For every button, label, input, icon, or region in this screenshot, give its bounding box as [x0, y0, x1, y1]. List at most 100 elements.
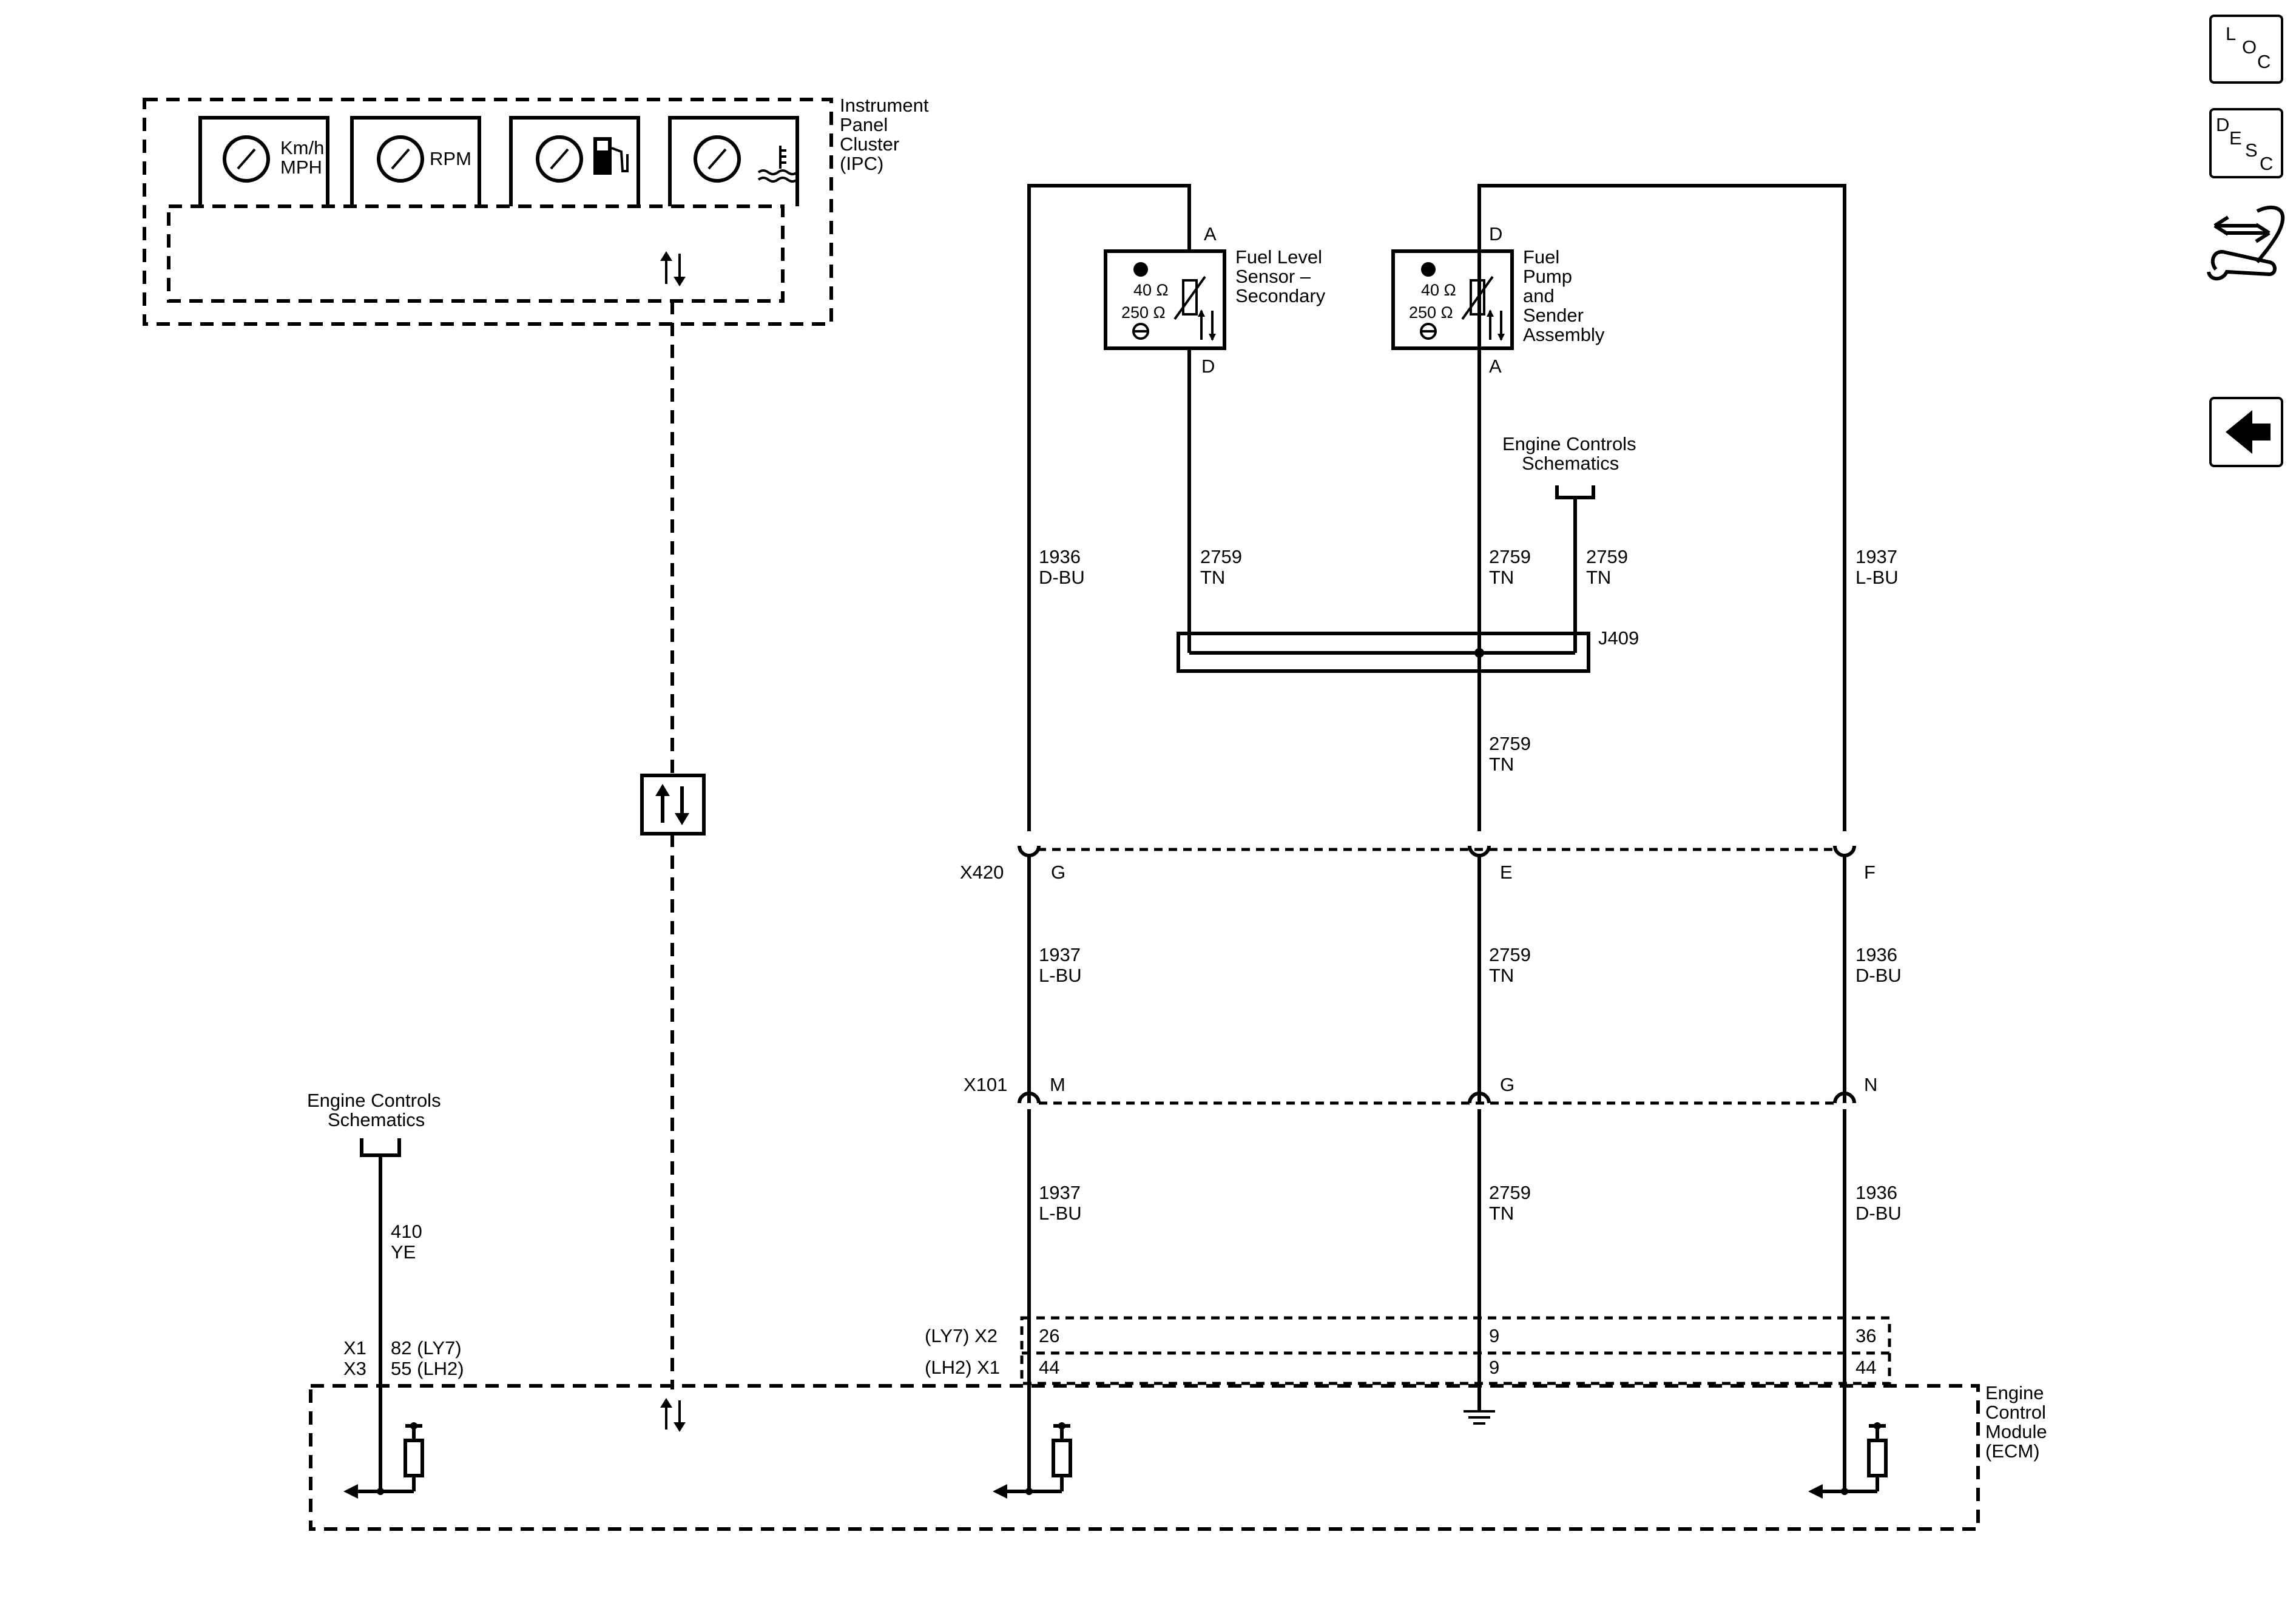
connector-x420-name: X420 [960, 862, 1004, 883]
sensor-secondary-label-3: Secondary [1235, 285, 1326, 306]
engine-controls-ref-left-line2: Schematics [328, 1109, 425, 1130]
ecm-pin-c2-2: 9 [1489, 1357, 1499, 1378]
coolant-temperature-icon [757, 146, 799, 183]
wire-label-410-num: 410 [391, 1221, 422, 1242]
fuel-pump-sender-assembly: 40 Ω 250 Ω [1391, 249, 1514, 350]
ecm-label-3: Module [1985, 1421, 2047, 1442]
ecm-input-circuit-left [343, 1422, 424, 1499]
ground-icon [1464, 1396, 1495, 1425]
connector-x420 [1018, 845, 1856, 1103]
wire-label-2759-mid-num: 2759 [1489, 944, 1531, 965]
sensor-secondary-pin-d: D [1201, 356, 1215, 377]
ipc-label-line3: Cluster [840, 133, 899, 155]
engine-controls-ref-left-line1: Engine Controls [307, 1090, 441, 1111]
sensor-secondary-full-value: 40 Ω [1133, 281, 1169, 299]
wire-label-1936-low-num: 1936 [1855, 1182, 1897, 1203]
ecm-pin-left-1: 82 (LY7) [391, 1337, 462, 1359]
sender-label-5: Assembly [1523, 324, 1605, 345]
connector-x420-pin-e: E [1500, 862, 1513, 883]
wire-label-1937-mid-num: 1937 [1039, 944, 1081, 965]
desc-letter-s: S [2245, 140, 2258, 161]
wire-label-1936-top-color: D-BU [1039, 567, 1085, 588]
sender-label-4: Sender [1523, 305, 1584, 326]
pull-up-resistor-icon [1867, 1439, 1888, 1477]
pull-up-resistor-icon [403, 1439, 424, 1477]
wire-label-2759-splice-num: 2759 [1489, 733, 1531, 754]
wire-label-2759-mid-color: TN [1489, 965, 1514, 986]
wire-label-1937-mid-color: L-BU [1039, 965, 1082, 986]
splice-pack-j409 [1177, 632, 1590, 673]
ecm-label-2: Control [1985, 1402, 2046, 1423]
speedometer-unit-mph: MPH [280, 157, 322, 178]
sender-label-2: Pump [1523, 266, 1572, 287]
sender-pin-d: D [1489, 223, 1502, 245]
engine-controls-ref-top-icon [1555, 485, 1595, 499]
fuel-gauge-icon [509, 116, 640, 206]
ecm-serial-data-arrows-icon [660, 1398, 686, 1432]
ecm-conn-left-1: X1 [343, 1337, 366, 1359]
ecm-pin-c2-1: 9 [1489, 1325, 1499, 1346]
ecm-pin-c1-2: 44 [1039, 1357, 1059, 1378]
connector-x420-pin-g: G [1051, 862, 1065, 883]
ecm-label-4: (ECM) [1985, 1440, 2040, 1462]
wire-label-2759-b-color: TN [1489, 567, 1514, 588]
sensor-secondary-label-1: Fuel Level [1235, 246, 1322, 268]
ecm-connector-box [1020, 1316, 1891, 1385]
fuel-level-sensor-secondary: 40 Ω 250 Ω [1104, 249, 1226, 350]
sender-label-1: Fuel [1523, 246, 1559, 268]
engine-controls-ref-top-line2: Schematics [1522, 453, 1619, 474]
tachometer-gauge-icon [350, 116, 481, 206]
ecm-conn-mid-2: (LH2) X1 [925, 1357, 1000, 1378]
wire-label-2759-a-num: 2759 [1200, 546, 1242, 567]
wire-label-1937-low-color: L-BU [1039, 1203, 1082, 1224]
sensor-secondary-label-2: Sensor – [1235, 266, 1311, 287]
serial-data-symbol-icon [640, 774, 706, 836]
wire-1936-loop [1027, 184, 1191, 831]
wire-label-1936-top-num: 1936 [1039, 546, 1081, 567]
ecm-label-1: Engine [1985, 1382, 2044, 1403]
serial-data-arrows-icon [660, 251, 686, 286]
ipc-label-line2: Panel [840, 114, 888, 135]
wire-label-2759-low-color: TN [1489, 1203, 1514, 1224]
repair-procedures-icon[interactable] [2207, 205, 2285, 281]
wire-label-410-color: YE [391, 1241, 416, 1263]
pull-up-resistor-icon [1052, 1439, 1072, 1477]
sensor-secondary-empty-value: 250 Ω [1121, 303, 1166, 322]
connector-x101 [1018, 1092, 1856, 1491]
connector-x101-pin-g: G [1500, 1074, 1514, 1095]
loc-button[interactable]: L O C [2209, 15, 2283, 84]
desc-letter-d: D [2216, 114, 2229, 135]
wire-label-2759-c-color: TN [1586, 567, 1611, 588]
ecm-conn-mid-1: (LY7) X2 [925, 1325, 998, 1346]
fuel-pump-icon [593, 137, 629, 175]
sender-pin-a: A [1489, 356, 1502, 377]
temperature-gauge-icon [668, 116, 799, 206]
back-button[interactable] [2209, 397, 2283, 467]
loc-letter-l: L [2226, 23, 2236, 44]
ecm-pin-c1-1: 26 [1039, 1325, 1059, 1346]
wire-label-1936-mid-color: D-BU [1855, 965, 1902, 986]
loc-letter-c: C [2257, 51, 2271, 72]
loc-letter-o: O [2242, 36, 2257, 58]
tachometer-label: RPM [430, 148, 471, 169]
wire-label-2759-c-num: 2759 [1586, 546, 1628, 567]
sender-full-value: 40 Ω [1421, 281, 1456, 299]
desc-letter-e: E [2229, 127, 2242, 149]
sender-empty-value: 250 Ω [1409, 303, 1453, 322]
wire-label-2759-low-num: 2759 [1489, 1182, 1531, 1203]
wire-label-2759-splice-color: TN [1489, 754, 1514, 775]
wire-label-1937-low-num: 1937 [1039, 1182, 1081, 1203]
ecm-module [309, 1384, 1980, 1531]
speedometer-gauge-icon [198, 116, 329, 206]
wire-label-1936-low-color: D-BU [1855, 1203, 1902, 1224]
connector-x101-pin-m: M [1050, 1074, 1065, 1095]
engine-controls-ref-top-line1: Engine Controls [1502, 433, 1636, 454]
back-arrow-icon [2226, 410, 2271, 454]
desc-button[interactable]: D E S C [2209, 108, 2283, 178]
ecm-pin-c3-1: 36 [1855, 1325, 1876, 1346]
ipc-module: Instrument Panel Cluster (IPC) Km/h MPH … [143, 95, 929, 326]
ecm-pin-left-2: 55 (LH2) [391, 1358, 464, 1379]
speedometer-unit-kmh: Km/h [280, 137, 324, 158]
wire-label-2759-b-num: 2759 [1489, 546, 1531, 567]
